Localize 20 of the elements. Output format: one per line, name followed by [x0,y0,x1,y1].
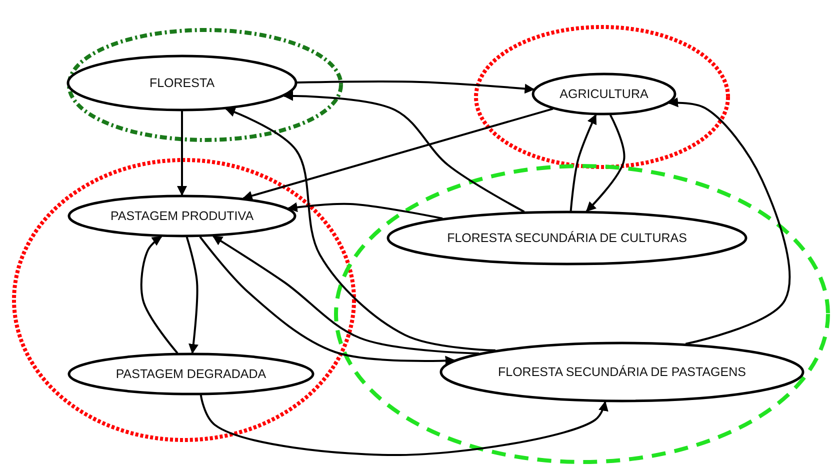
node-label: FLORESTA SECUNDÁRIA DE CULTURAS [447,231,687,245]
arrow [186,236,198,354]
arrow [287,202,443,220]
arrow [570,114,597,212]
node-label: PASTAGEM DEGRADADA [116,367,266,381]
arrow [177,111,187,196]
node-label: FLORESTA SECUNDÁRIA DE PASTAGENS [498,365,746,379]
node-label: FLORESTA [149,76,215,90]
node-label: PASTAGEM PRODUTIVA [110,209,254,223]
node-label: AGRICULTURA [560,87,648,101]
arrow [225,107,496,352]
arrow [200,394,608,456]
arrow [212,235,480,354]
arrow [199,236,456,366]
arrow [296,80,535,94]
arrow [586,114,626,212]
arrow [140,236,178,354]
arrow [283,90,525,213]
arrow [242,108,554,201]
arrow [668,97,791,345]
